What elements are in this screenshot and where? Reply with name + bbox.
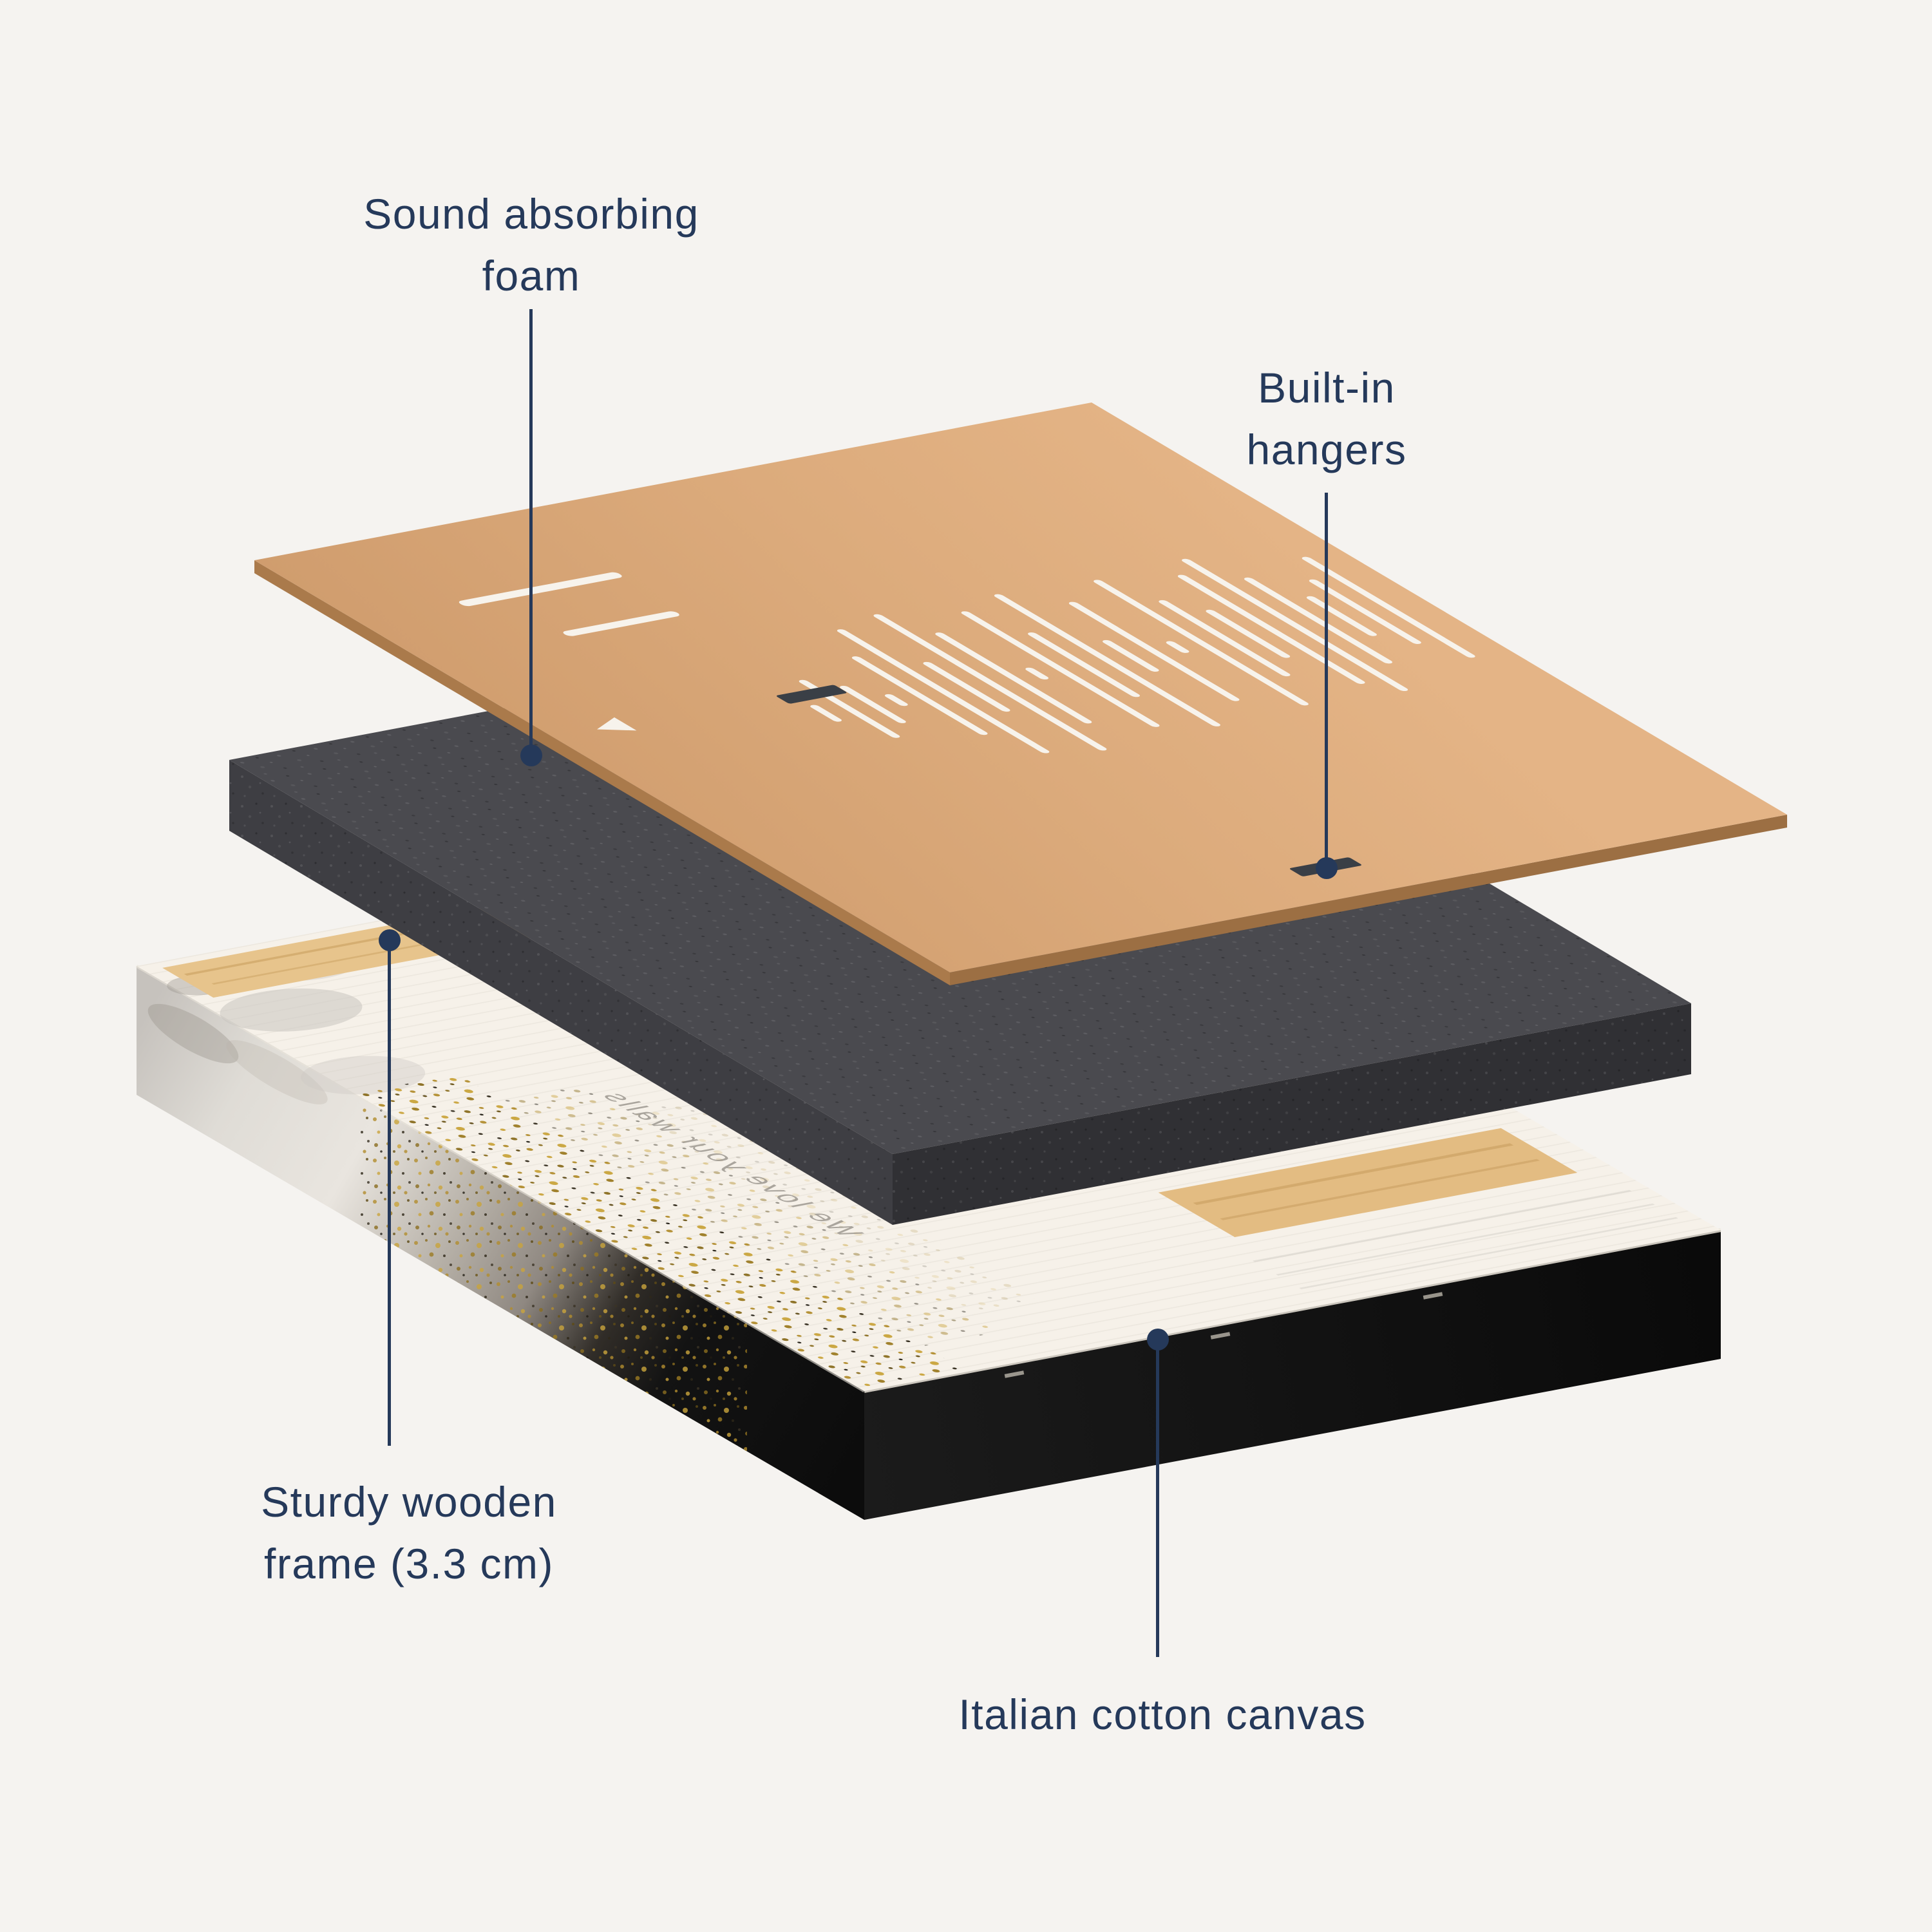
leader-dot-canvas [1147,1329,1169,1350]
canvas-fold-lines [1252,1189,1678,1289]
label-sturdy-wooden-frame: Sturdy wooden frame (3.3 cm) [261,1478,557,1587]
label-built-in-hangers: Built-in hangers [1246,364,1407,473]
board-edge-right [950,815,1787,985]
leader-line-foam [529,309,533,755]
staple-marks [1004,1292,1443,1378]
foam-texture [893,1003,1691,1225]
label-italian-cotton-canvas: Italian cotton canvas [958,1690,1367,1738]
gold-speckle-edge [361,1097,747,1452]
gold-speckle-texture [354,1074,1040,1392]
marble-smudge [226,1040,328,1104]
marble-smudge [147,1003,239,1064]
leader-line-canvas [1156,1341,1159,1657]
leader-dot-hangers [1316,857,1338,879]
leader-dot-foam [520,744,542,766]
soundwave-board-layer [254,402,1787,985]
leader-dot-frame [379,929,401,951]
board-surface [254,402,1787,973]
leader-line-hangers [1325,493,1328,868]
frame-edge-right [864,1230,1721,1520]
leader-line-frame [388,942,391,1446]
label-sound-absorbing-foam: Sound absorbing foam [363,190,699,299]
soundwave-cutouts [459,556,1475,753]
foam-texture [229,760,893,1225]
board-top-face [254,402,1787,973]
board-edge-left [254,560,950,985]
